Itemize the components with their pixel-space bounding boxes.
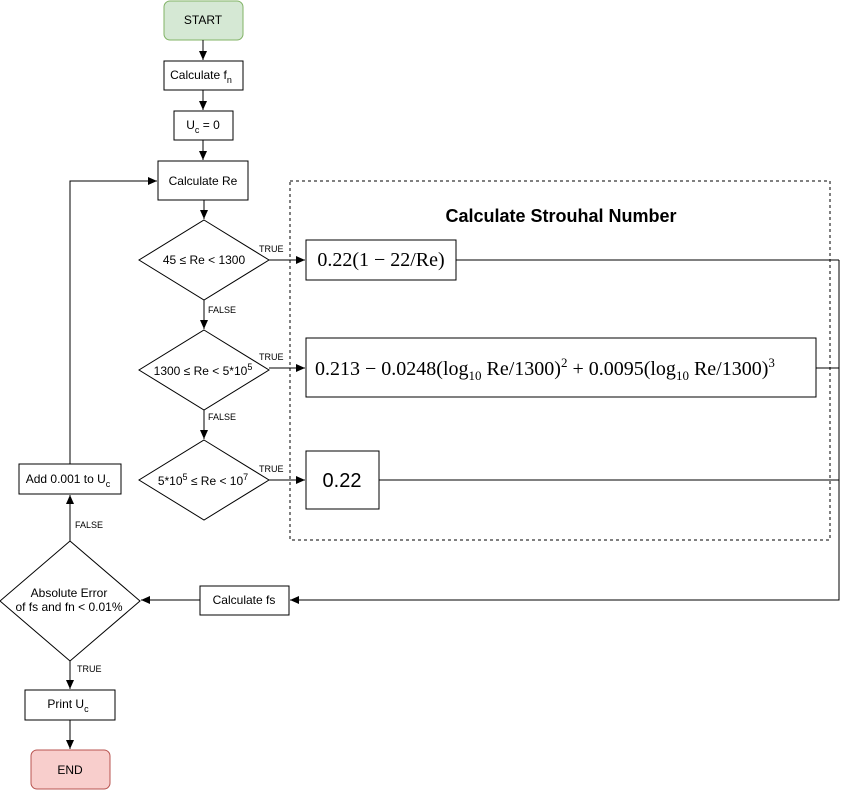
end-node (30, 749, 111, 790)
formula-3: 0.22 (323, 470, 362, 492)
decision-1-label: 45 ≤ Re < 1300 (163, 253, 246, 267)
label-false-abserr: FALSE (75, 520, 103, 530)
calculate-fs-box (199, 585, 290, 616)
decision-3-label: 5*105 ≤ Re < 107 (158, 472, 248, 488)
strouhal-group-box (289, 180, 831, 541)
edge-add-re (69, 177, 157, 464)
decision-2-label: 1300 ≤ Re < 5*105 (154, 362, 253, 378)
print-uc-label: Print Uc (47, 697, 89, 714)
label-false-2: FALSE (208, 412, 236, 422)
calculate-fn-box (163, 60, 244, 91)
calculate-re-box (157, 160, 249, 201)
print-uc-box (24, 689, 116, 721)
start-label: START (184, 13, 223, 27)
calculate-fn-label: Calculate fn (170, 68, 232, 85)
label-true-abserr: TRUE (77, 664, 102, 674)
group-title: Calculate Strouhal Number (445, 206, 676, 226)
formula-1: 0.22(1 − 22/Re) (317, 249, 444, 271)
label-true-2: TRUE (259, 352, 284, 362)
calculate-fs-label: Calculate fs (213, 593, 276, 607)
label-true-1: TRUE (259, 244, 284, 254)
abs-error-line2: of fs and fn < 0.01% (15, 600, 122, 614)
formula-box-1 (305, 239, 457, 281)
add-uc-label: Add 0.001 to Uc (26, 472, 111, 489)
label-false-1: FALSE (208, 305, 236, 315)
add-uc-box (18, 463, 122, 495)
edge-bus-fs (290, 260, 840, 604)
end-label: END (57, 763, 83, 777)
abs-error-line1: Absolute Error (31, 586, 108, 600)
uc-init-label: Uc = 0 (186, 118, 220, 135)
formula-2: 0.213 − 0.0248(log10 Re/1300)2 + 0.0095(… (315, 355, 775, 383)
label-true-3: TRUE (259, 464, 284, 474)
calculate-re-label: Calculate Re (169, 174, 238, 188)
decision-re-range-3 (138, 439, 270, 521)
